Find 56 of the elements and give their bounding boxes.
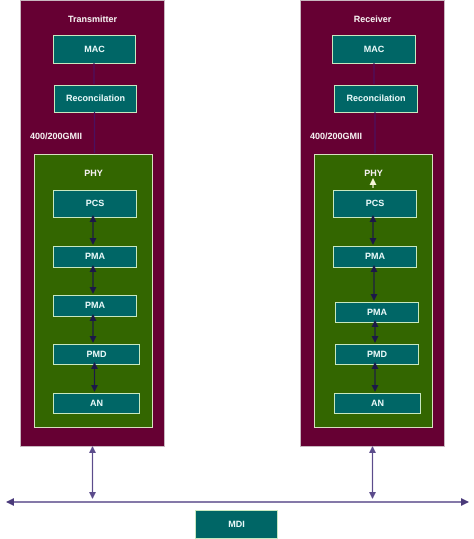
layer-name: PMD <box>367 348 387 361</box>
arrow <box>370 178 376 188</box>
arrow <box>369 446 376 499</box>
arrow <box>90 215 96 245</box>
phy-panel <box>34 154 153 428</box>
interface-label: 400/200GMII <box>310 130 362 143</box>
bus-line <box>5 498 470 506</box>
layer-box <box>53 295 137 317</box>
layer-name: PMD <box>86 348 106 361</box>
layer-box <box>53 190 137 218</box>
arrow <box>89 446 96 499</box>
layer-name: MDI <box>228 518 245 531</box>
arrow <box>370 215 376 245</box>
layer-box <box>54 85 137 113</box>
interface-label: 400/200GMII <box>30 130 82 143</box>
layer-box <box>333 190 417 218</box>
layer-box <box>195 510 278 539</box>
panel-title: PHY <box>83 167 104 180</box>
panel-title: Transmitter <box>66 13 118 26</box>
panel-title: Receiver <box>352 13 392 26</box>
layer-name: MAC <box>84 42 105 56</box>
layer-name: Reconcilation <box>66 92 125 106</box>
arrow <box>372 362 378 392</box>
layer-name: PMA <box>365 250 385 264</box>
connector-line <box>94 112 96 153</box>
panel-title: PHY <box>363 167 384 180</box>
arrow <box>90 265 96 294</box>
layer-name: AN <box>371 396 384 410</box>
layer-panel <box>300 0 445 447</box>
layer-box <box>334 85 418 113</box>
layer-name: PCS <box>86 197 104 210</box>
layer-name: PMA <box>85 299 105 312</box>
connector-line <box>373 63 375 84</box>
layer-box <box>53 246 137 268</box>
arrow <box>370 265 378 301</box>
phy-panel <box>314 154 433 428</box>
arrow <box>372 320 378 343</box>
layer-box <box>334 393 421 414</box>
connector-line <box>374 112 376 153</box>
layer-name: Reconcilation <box>346 92 406 106</box>
layer-box <box>53 344 140 365</box>
layer-name: PMA <box>367 306 387 319</box>
layer-name: PMA <box>85 250 105 264</box>
layer-box <box>53 393 140 414</box>
layer-name: MAC <box>364 42 384 56</box>
layer-box <box>53 35 136 64</box>
layer-name: PCS <box>366 197 384 210</box>
arrow <box>91 362 98 392</box>
connector-line <box>93 63 95 84</box>
layer-box <box>335 344 419 365</box>
layer-box <box>335 302 419 323</box>
layer-box <box>332 35 416 64</box>
layer-box <box>333 246 417 268</box>
layer-name: AN <box>90 396 103 410</box>
arrow <box>90 314 96 343</box>
layer-panel <box>20 0 165 447</box>
